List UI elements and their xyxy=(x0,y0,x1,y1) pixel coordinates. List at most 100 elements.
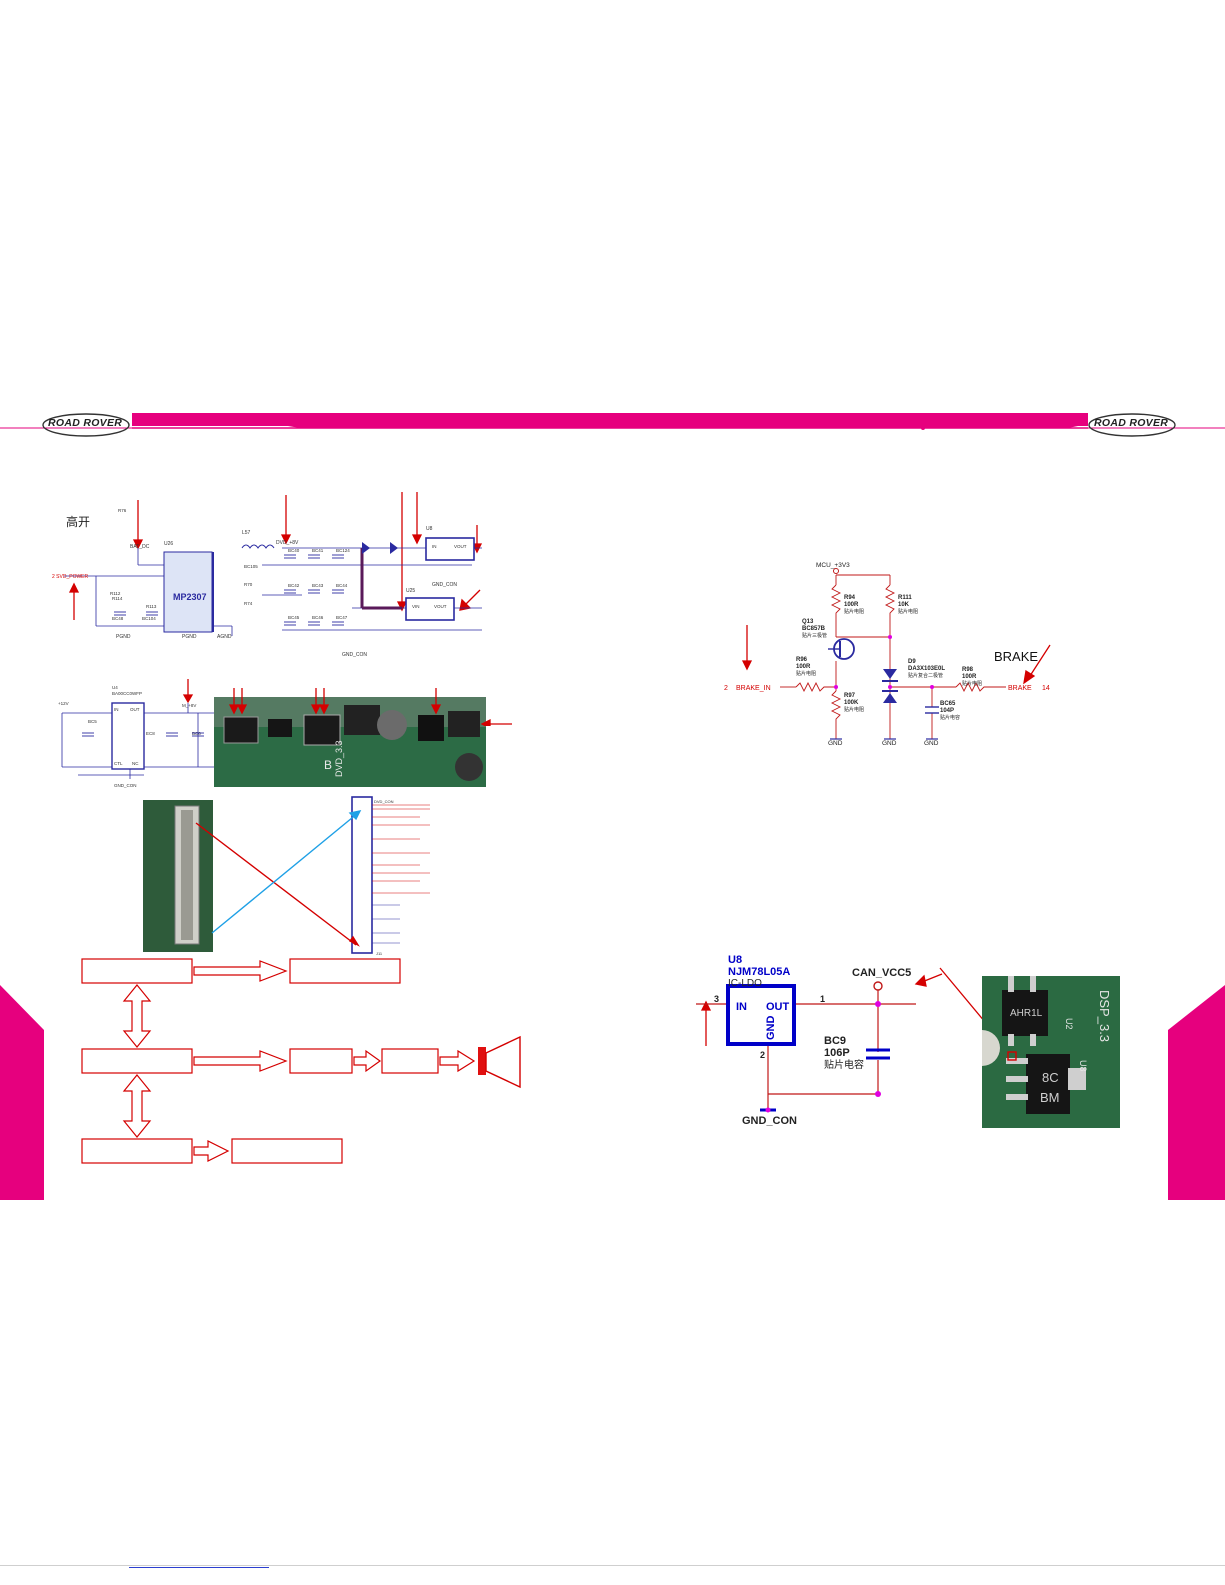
pcb-silk-u2: U2 xyxy=(1064,1018,1074,1030)
can-ldo-pin-out-num: 1 xyxy=(820,994,825,1004)
r111-desc: 贴片电阻 xyxy=(898,608,918,615)
bc9-desc: 贴片电容 xyxy=(824,1058,864,1071)
cap-label: BC44 xyxy=(336,583,348,588)
connector-schematic: DVD_CON J11 xyxy=(350,795,440,957)
r111-ref: R111 xyxy=(898,595,912,601)
pcb-photo-can-drawing: AHR1L 8C BM U2 U8 DSP_3.3 xyxy=(964,976,1120,1128)
can-ldo-type: IC-LDO xyxy=(728,978,762,989)
pcb-photo-can: AHR1L 8C BM U2 U8 DSP_3.3 xyxy=(964,976,1120,1128)
reg-u8-label: U8 xyxy=(426,526,433,532)
net-mcu-3v3: MCU_+3V3 xyxy=(816,562,850,569)
ldo-ic-ref: U4 xyxy=(112,685,118,690)
connector-ref: J11 xyxy=(376,951,383,956)
inductor-label: L57 xyxy=(242,530,251,536)
ground-agnd: AGND xyxy=(217,634,232,640)
can-ldo-part: NJM78L05A xyxy=(728,966,790,978)
brake-circuit-drawing: MCU_+3V3 R94 100R 贴片电阻 R111 10K 贴片电阻 Q13… xyxy=(724,562,1051,747)
cap-label: BC41 xyxy=(312,548,324,553)
r97-ref: R97 xyxy=(844,693,856,699)
brake-circuit: MCU_+3V3 R94 100R 贴片电阻 R111 10K 贴片电阻 Q13… xyxy=(700,557,1060,747)
pcb-photo-power: DVD_3.3 B xyxy=(214,697,486,787)
net-bat-dc: BAT_DC xyxy=(130,544,150,550)
block-bottom-right xyxy=(231,1138,343,1164)
connector-schematic-drawing: DVD_CON J11 xyxy=(351,796,430,956)
brand-logo-left: ROAD ROVER xyxy=(42,412,130,438)
gnd-label-2: GND xyxy=(882,740,897,747)
brand-logo-text-left: ROAD ROVER xyxy=(48,417,123,429)
cap-label: BC43 xyxy=(312,583,324,588)
power-schematic: MP2307 U26 L57 U8 IN VOUT U25 xyxy=(52,490,492,660)
bc65-desc: 贴片电容 xyxy=(940,714,960,721)
pcb-photo-power-arrows xyxy=(228,688,512,726)
right-side-tab xyxy=(1168,985,1225,1200)
r98-ref: R98 xyxy=(962,667,974,673)
r94-val: 100R xyxy=(844,602,859,608)
footer-link-underline xyxy=(129,1567,269,1568)
ground-pgnd-1: PGND xyxy=(116,634,131,640)
gnd-label-1: GND xyxy=(828,740,843,747)
brand-logo-text-right: ROAD ROVER xyxy=(1094,417,1169,429)
footer-rule xyxy=(0,1565,1225,1566)
cap-label: BC124 xyxy=(336,548,350,553)
r111-val: 10K xyxy=(898,602,910,608)
q13-val: BC857B xyxy=(802,626,826,632)
speaker-icon xyxy=(478,1035,521,1089)
r96-val: 100R xyxy=(796,664,811,670)
bc65-ref: BC65 xyxy=(940,701,956,707)
brand-logo-right: ROAD ROVER xyxy=(1088,412,1176,438)
cap-label: BC40 xyxy=(288,548,300,553)
header-band xyxy=(0,413,1225,430)
pcb-marking-u8-b: BM xyxy=(1040,1090,1060,1105)
brake-in-pin: 2 xyxy=(724,685,728,692)
reg-u25-label: U25 xyxy=(406,588,415,594)
ldo-cap-b: EC8 xyxy=(146,731,155,736)
header-bar xyxy=(0,0,1225,450)
can-ldo-pin-in: IN xyxy=(736,1001,747,1013)
power-schematic-drawing: MP2307 U26 L57 U8 IN VOUT U25 xyxy=(52,492,483,658)
can-ldo-pin-out: OUT xyxy=(766,1001,790,1013)
connector-photo-drawing xyxy=(143,800,213,952)
can-ldo-pin-gnd-num: 2 xyxy=(760,1050,765,1060)
gnd-label-3: GND xyxy=(924,740,939,747)
pcb-photo-power-drawing: DVD_3.3 B xyxy=(214,697,486,787)
block-top-left xyxy=(81,958,193,984)
resistor-label: R76 xyxy=(118,508,127,513)
reg-u8-pin-vout: VOUT xyxy=(454,544,467,549)
cap-label: BC48 xyxy=(112,616,124,621)
connector-mapping-arrows xyxy=(195,810,362,947)
pcb-marking-u8-a: 8C xyxy=(1042,1070,1059,1085)
brake-out-net: BRAKE xyxy=(1008,685,1032,692)
ldo-pin-ctl: CTL xyxy=(114,761,123,766)
r96-ref: R96 xyxy=(796,657,808,663)
pcb-silk-dvd33: DVD_3.3 xyxy=(334,740,344,777)
r97-val: 100K xyxy=(844,700,859,706)
block-diagram-drawing xyxy=(81,958,521,1164)
left-side-tab xyxy=(0,985,44,1200)
d9-desc: 贴片复合二极管 xyxy=(908,672,943,679)
block-mid-a xyxy=(289,1048,353,1074)
ldo-schematic: IN OUT CTL NC U4 BA00CC0WFP +12V M_+8V G… xyxy=(48,675,218,790)
block-bottom-left xyxy=(81,1138,193,1164)
q13-ref: Q13 xyxy=(802,619,814,625)
brake-in-net: BRAKE_IN xyxy=(736,685,771,692)
block-top-right xyxy=(289,958,401,984)
ldo-pin-out: OUT xyxy=(130,707,140,712)
resistor-label: R74 xyxy=(244,601,253,606)
pcb-silk-u8: U8 xyxy=(1078,1060,1088,1072)
can-vcc5-label: CAN_VCC5 xyxy=(852,967,911,979)
brake-out-pin: 14 xyxy=(1042,685,1050,692)
ldo-cap-c: BC6 xyxy=(192,731,201,736)
d9-val: DA3X103E0L xyxy=(908,666,945,672)
ldo-net-out: M_+8V xyxy=(182,703,196,708)
pcb-marking-u2: AHR1L xyxy=(1010,1008,1043,1019)
q13-desc: 贴片三极管 xyxy=(802,632,827,639)
bc9-val: 106P xyxy=(824,1047,850,1059)
resistor-label: R113 xyxy=(146,604,157,609)
r94-ref: R94 xyxy=(844,595,856,601)
net-gnd-con: GND_CON xyxy=(342,652,367,658)
connector-photo xyxy=(143,800,213,952)
can-ldo-ref: U8 xyxy=(728,954,742,966)
pcb-silk-b: B xyxy=(324,758,332,772)
r97-desc: 贴片电阻 xyxy=(844,706,864,713)
ldo-net-gnd: GND_CON xyxy=(114,783,137,788)
